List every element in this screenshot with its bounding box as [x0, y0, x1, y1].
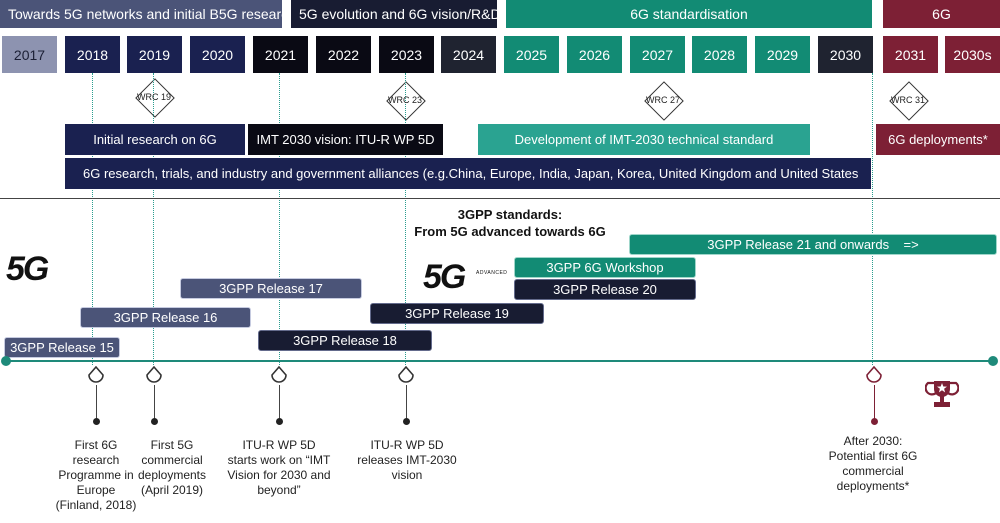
imt-standard-bar: Development of IMT-2030 technical standa…: [478, 124, 810, 155]
alliances-bar: 6G research, trials, and industry and go…: [65, 158, 871, 189]
caption-line: ITU-R WP 5D: [242, 438, 316, 452]
5g-advanced-label: ADVANCED: [476, 270, 508, 276]
year-2024: 2024: [441, 36, 496, 73]
gpp-heading: 3GPP standards: From 5G advanced towards…: [400, 206, 620, 240]
milestone-pin-2021: [271, 366, 287, 383]
wrc-31-marker: WRC 31: [886, 88, 930, 112]
year-2026: 2026: [567, 36, 622, 73]
caption-line: ITU-R WP 5D: [370, 438, 444, 452]
milestone-stem-2021: [279, 385, 280, 421]
caption-line: vision: [391, 468, 423, 482]
year-2031: 2031: [883, 36, 938, 73]
phase-6g: 6G: [883, 0, 1000, 28]
gpp-heading-line1: 3GPP standards:: [457, 207, 563, 222]
milestone-dot-2018: [93, 418, 100, 425]
guide-line-2019: [153, 73, 154, 365]
5g-advanced-logo: 5G: [423, 258, 466, 296]
milestone-stem-2019: [154, 385, 155, 421]
caption-line: Potential first 6G: [828, 449, 918, 463]
milestone-caption-2021: ITU-R WP 5D starts work on “IMT Vision f…: [216, 438, 342, 498]
milestone-dot-2019: [151, 418, 158, 425]
year-2021: 2021: [253, 36, 308, 73]
caption-line: beyond”: [257, 483, 301, 497]
timeline-end-dot: [988, 356, 998, 366]
timeline-start-dot: [1, 356, 11, 366]
caption-line: Vision for 2030 and: [227, 468, 331, 482]
gpp-heading-line2: From 5G advanced towards 6G: [414, 224, 606, 239]
imt-vision-bar: IMT 2030 vision: ITU-R WP 5D: [248, 124, 443, 155]
milestone-stem-2018: [96, 385, 97, 421]
release-19-bar: 3GPP Release 19: [370, 303, 544, 324]
milestone-dot-2021: [276, 418, 283, 425]
year-2022: 2022: [316, 36, 371, 73]
milestone-caption-2019: First 5G commercial deployments (April 2…: [122, 438, 222, 498]
year-2019: 2019: [127, 36, 182, 73]
release-15-bar: 3GPP Release 15: [4, 337, 120, 358]
caption-line: First 6G: [74, 438, 118, 452]
wrc-19-marker: WRC 19: [132, 85, 176, 109]
milestone-dot-2030: [871, 418, 878, 425]
year-2020: 2020: [190, 36, 245, 73]
guide-line-2021: [279, 73, 280, 365]
caption-line: deployments*: [836, 479, 910, 493]
caption-line: Programme in: [58, 468, 134, 482]
phase-towards-5g: Towards 5G networks and initial B5G rese…: [0, 0, 296, 28]
release-20-bar: 3GPP Release 20: [514, 279, 696, 300]
caption-line: (Finland, 2018): [55, 498, 137, 512]
year-2029: 2029: [755, 36, 810, 73]
phase-6g-standardisation: 6G standardisation: [506, 0, 872, 28]
year-2025: 2025: [504, 36, 559, 73]
section-divider: [0, 198, 1000, 199]
caption-line: Europe: [76, 483, 116, 497]
year-2028: 2028: [692, 36, 747, 73]
wrc-23-marker: WRC 23: [383, 88, 427, 112]
deployments-bar: 6G deployments*: [876, 124, 1000, 155]
caption-line: After 2030:: [843, 434, 903, 448]
caption-line: starts work on “IMT: [227, 453, 331, 467]
release-16-bar: 3GPP Release 16: [80, 307, 251, 328]
milestone-pin-2019: [146, 366, 162, 383]
guide-line-2030: [872, 73, 873, 365]
caption-line: deployments: [137, 468, 207, 482]
year-2030s: 2030s: [945, 36, 1000, 73]
milestone-caption-2030: After 2030: Potential first 6G commercia…: [808, 434, 938, 494]
5g-logo: 5G: [6, 250, 49, 288]
guide-line-2018: [92, 73, 93, 365]
year-2023: 2023: [379, 36, 434, 73]
release-18-bar: 3GPP Release 18: [258, 330, 432, 351]
caption-line: releases IMT-2030: [357, 453, 457, 467]
milestone-dot-2023: [403, 418, 410, 425]
milestone-pin-2030: [866, 366, 882, 383]
milestone-stem-2023: [406, 385, 407, 421]
caption-line: commercial: [141, 453, 203, 467]
caption-line: (April 2019): [140, 483, 204, 497]
release-21-bar: 3GPP Release 21 and onwards =>: [629, 234, 997, 255]
release-17-bar: 3GPP Release 17: [180, 278, 362, 299]
caption-line: commercial: [842, 464, 904, 478]
milestone-pin-2018: [88, 366, 104, 383]
caption-line: First 5G: [150, 438, 194, 452]
milestone-caption-2023: ITU-R WP 5D releases IMT-2030 vision: [348, 438, 466, 483]
initial-research-bar: Initial research on 6G: [65, 124, 245, 155]
year-2017: 2017: [2, 36, 57, 73]
year-2030: 2030: [818, 36, 873, 73]
guide-line-2023: [405, 73, 406, 365]
year-2018: 2018: [65, 36, 120, 73]
phase-5g-evolution: 5G evolution and 6G vision/R&D: [291, 0, 501, 28]
milestone-caption-2018: First 6G research Programme in Europe (F…: [38, 438, 154, 513]
trophy-icon: [925, 381, 959, 407]
caption-line: research: [72, 453, 120, 467]
milestone-stem-2030: [874, 385, 875, 421]
milestone-pin-2023: [398, 366, 414, 383]
6g-workshop-bar: 3GPP 6G Workshop: [514, 257, 696, 278]
year-2027: 2027: [630, 36, 685, 73]
wrc-27-marker: WRC 27: [641, 88, 685, 112]
timeline-axis: [6, 360, 994, 362]
